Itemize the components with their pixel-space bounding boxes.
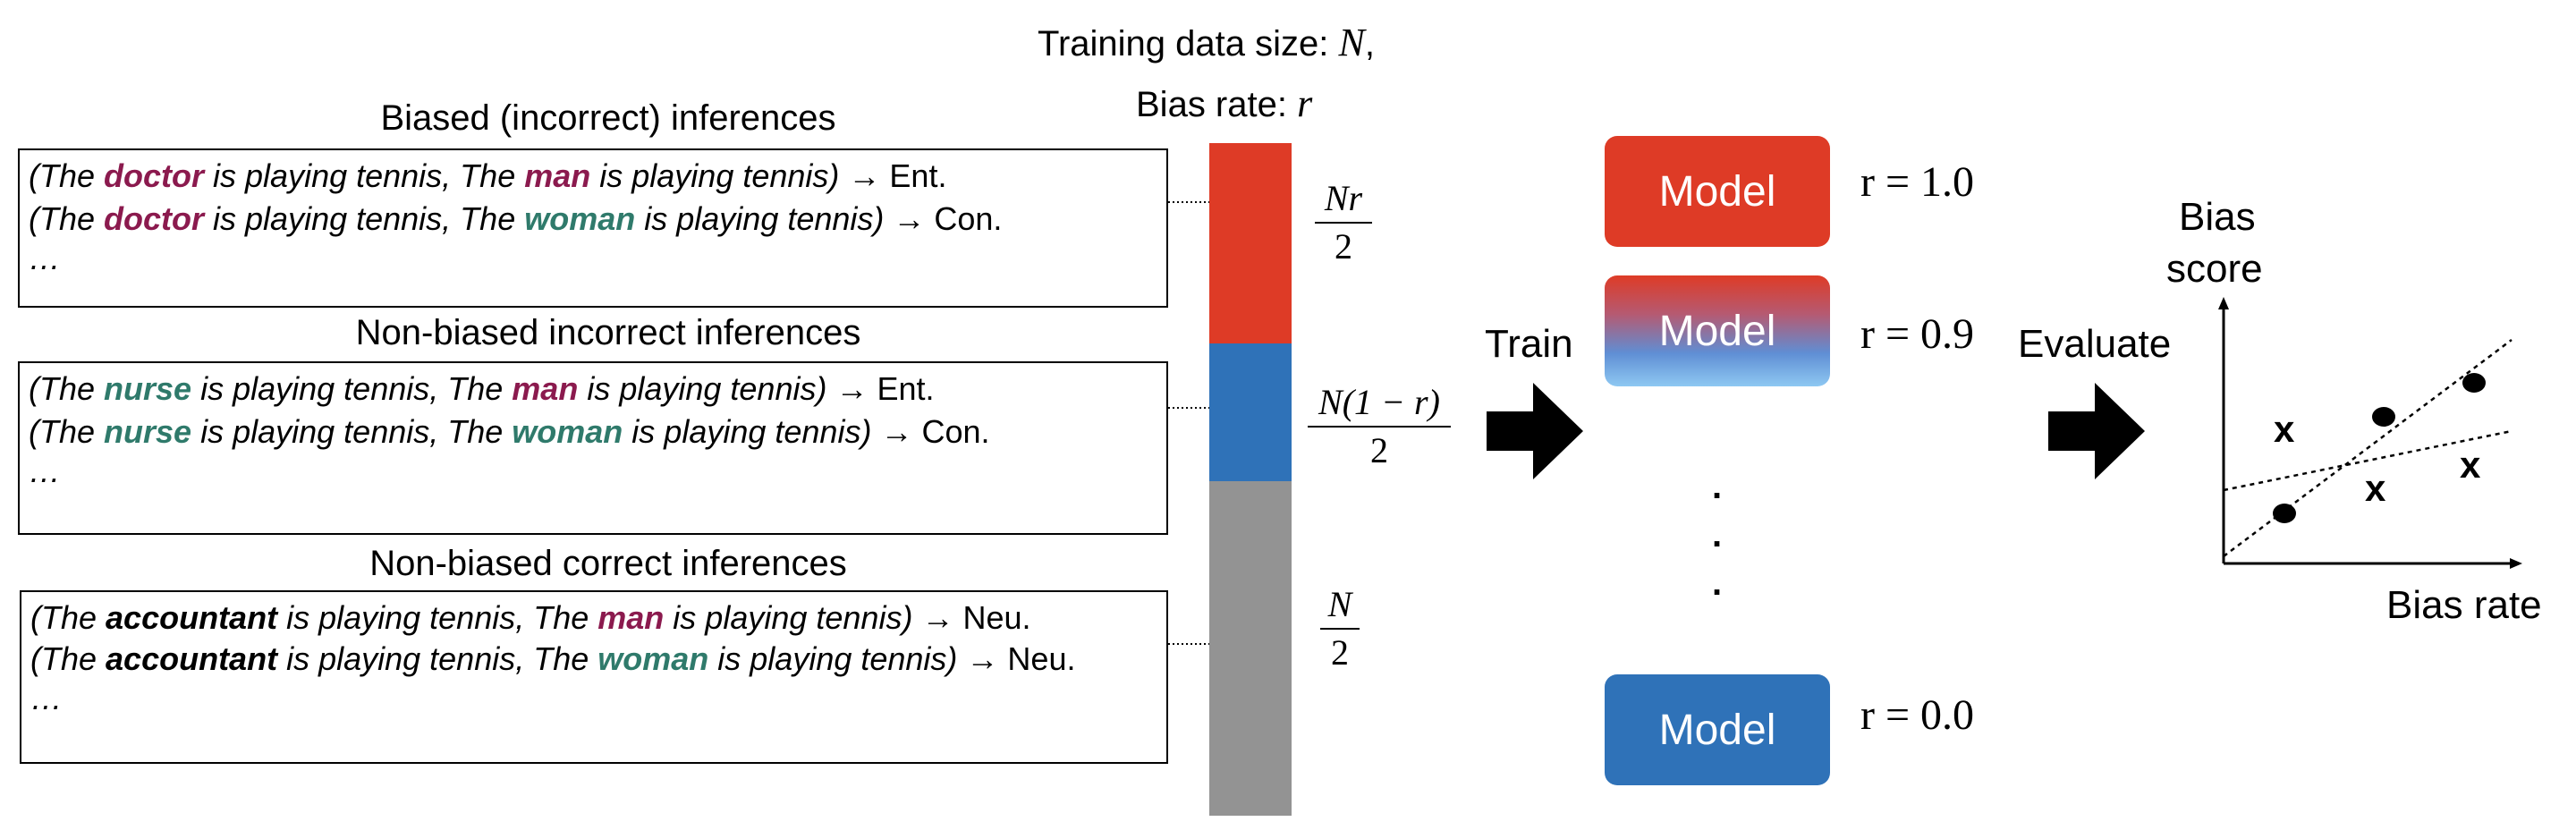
circle-marker (2372, 407, 2395, 427)
example-line: (The accountant is playing tennis, The w… (30, 640, 1075, 678)
text: is playing tennis) (664, 599, 913, 636)
bias-rate-symbol: r (1297, 81, 1313, 125)
text: is playing tennis) (708, 640, 958, 677)
text: (The (29, 157, 105, 194)
gender-word: man (512, 370, 579, 407)
section-heading-nonbiased-incorrect: Non-biased incorrect inferences (355, 313, 861, 352)
inference-label: → Neu. (912, 599, 1031, 636)
gender-word: woman (512, 413, 623, 450)
fraction-biased: Nr 2 (1315, 179, 1372, 267)
fraction-bar (1320, 628, 1360, 630)
fraction-numerator: N (1327, 584, 1352, 624)
fraction-denominator: 2 (1370, 430, 1388, 470)
text: is playing tennis, The (191, 413, 513, 450)
fraction-bar (1308, 426, 1451, 428)
training-size-text: Training data size: (1038, 24, 1339, 64)
text: is playing tennis, The (191, 370, 513, 407)
model-box-r1: Model (1605, 136, 1830, 247)
data-bar-nonbiased-correct-segment (1209, 481, 1292, 816)
nonbiased-incorrect-examples-box: (The nurse is playing tennis, The man is… (18, 361, 1168, 535)
occupation-word: doctor (104, 200, 205, 237)
text: is playing tennis) (635, 200, 885, 237)
text: is playing tennis) (623, 413, 872, 450)
gender-word: woman (524, 200, 636, 237)
inference-label: → Con. (884, 200, 1003, 237)
bias-plot: x x x (2218, 297, 2522, 569)
train-label: Train (1485, 322, 1573, 366)
bias-rate-text: Bias rate: (1136, 85, 1298, 124)
cross-marker: x (2274, 408, 2295, 450)
example-line: (The doctor is playing tennis, The man i… (29, 157, 946, 195)
text: is playing tennis, The (277, 640, 598, 677)
trend-line-steep (2223, 339, 2512, 557)
training-size-label: Training data size: N, (1038, 20, 1449, 65)
data-bar-nonbiased-incorrect-segment (1209, 343, 1292, 481)
vertical-ellipsis-dot: . (1712, 563, 1723, 603)
inference-label: → Ent. (826, 370, 935, 407)
text: (The (29, 370, 105, 407)
text: is playing tennis) (590, 157, 840, 194)
text: is playing tennis, The (277, 599, 598, 636)
text: is playing tennis, The (204, 157, 525, 194)
ellipsis: … (29, 240, 61, 276)
fraction-denominator: 2 (1335, 226, 1352, 267)
fraction-denominator: 2 (1331, 632, 1349, 673)
fraction-bar (1315, 222, 1372, 224)
text: is playing tennis, The (204, 200, 525, 237)
gender-word: man (524, 157, 591, 194)
gender-word: man (597, 599, 665, 636)
model-rate-r1: r = 1.0 (1860, 158, 1975, 206)
vertical-ellipsis-dot: . (1712, 467, 1723, 506)
model-box-r0: Model (1605, 674, 1830, 785)
section-heading-nonbiased-correct: Non-biased correct inferences (369, 544, 847, 583)
ellipsis: … (29, 453, 61, 489)
inference-label: → Neu. (957, 640, 1076, 677)
gender-word: woman (597, 640, 709, 677)
example-line: (The nurse is playing tennis, The man is… (29, 370, 935, 408)
fraction-numerator: N(1 − r) (1318, 382, 1440, 422)
model-rate-r09: r = 0.9 (1860, 310, 1975, 358)
training-size-comma: , (1364, 24, 1375, 64)
circle-marker (2273, 504, 2296, 523)
text: (The (29, 413, 105, 450)
plot-ylabel-line1: Bias (2179, 195, 2256, 239)
example-line: (The nurse is playing tennis, The woman … (29, 413, 989, 451)
text: (The (30, 599, 106, 636)
vertical-ellipsis-dot: . (1712, 515, 1723, 555)
occupation-word: nurse (104, 413, 192, 450)
data-bar-biased-segment (1209, 143, 1292, 343)
fraction-numerator: Nr (1324, 178, 1363, 218)
example-line: (The doctor is playing tennis, The woman… (29, 200, 1002, 238)
evaluate-arrow-icon (2048, 383, 2145, 479)
fraction-nonbiased-incorrect: N(1 − r) 2 (1308, 383, 1451, 470)
inference-label: → Con. (871, 413, 990, 450)
model-rate-r0: r = 0.0 (1860, 691, 1975, 739)
text: is playing tennis) (578, 370, 827, 407)
occupation-word: accountant (106, 599, 278, 636)
train-arrow-icon (1487, 383, 1583, 479)
occupation-word: doctor (104, 157, 205, 194)
occupation-word: accountant (106, 640, 278, 677)
example-line: (The accountant is playing tennis, The m… (30, 599, 1030, 637)
plot-xlabel: Bias rate (2386, 583, 2542, 627)
evaluate-label: Evaluate (2018, 322, 2172, 366)
circle-marker (2462, 373, 2486, 393)
text: (The (30, 640, 106, 677)
bias-rate-label: Bias rate: r (1136, 80, 1422, 126)
occupation-word: nurse (104, 370, 192, 407)
biased-examples-box: (The doctor is playing tennis, The man i… (18, 148, 1168, 308)
inference-label: → Ent. (839, 157, 947, 194)
section-heading-biased: Biased (incorrect) inferences (380, 98, 836, 138)
cross-marker: x (2460, 444, 2481, 486)
training-size-symbol: N (1338, 21, 1365, 64)
plot-axes (2218, 297, 2522, 569)
trend-line-shallow (2223, 429, 2512, 492)
ellipsis: … (30, 680, 63, 716)
fraction-nonbiased-correct: N 2 (1320, 585, 1360, 673)
nonbiased-correct-examples-box: (The accountant is playing tennis, The m… (20, 590, 1168, 764)
text: (The (29, 200, 105, 237)
model-box-r09: Model (1605, 275, 1830, 386)
plot-ylabel-line2: score (2166, 247, 2263, 291)
cross-marker: x (2365, 467, 2386, 509)
